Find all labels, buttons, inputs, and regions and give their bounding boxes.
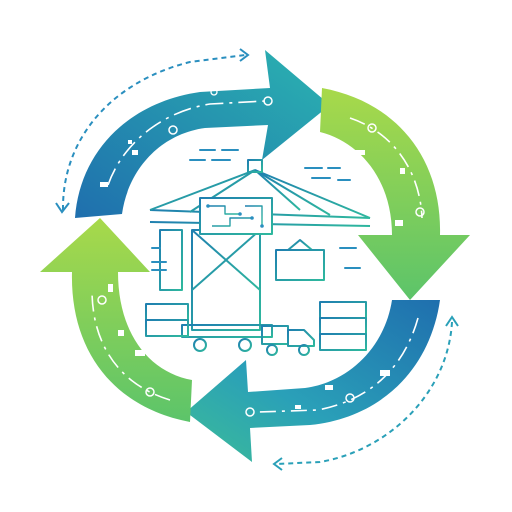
container-stack-icon: [145, 303, 189, 337]
truck-icon: [261, 325, 315, 356]
hanging-container-icon: [275, 226, 325, 281]
chevron-right-icon: [239, 48, 250, 62]
port-scene: [145, 159, 371, 361]
data-dashes: [151, 149, 361, 271]
arrow-bottom-icon: [186, 300, 440, 462]
port-crane-icon: [149, 159, 371, 352]
dashed-orbit-bottom: [275, 321, 453, 465]
arrow-right-icon: [320, 88, 470, 300]
chevron-left-icon: [272, 457, 283, 471]
arrow-top-icon: [75, 50, 330, 218]
chevron-down-icon: [55, 202, 70, 214]
dashed-orbit-top: [61, 54, 246, 211]
arrow-left-icon: [40, 218, 192, 422]
circuit-board-icon: [199, 197, 273, 235]
chevron-up-icon: [445, 315, 459, 327]
container-stack-icon: [319, 301, 367, 351]
